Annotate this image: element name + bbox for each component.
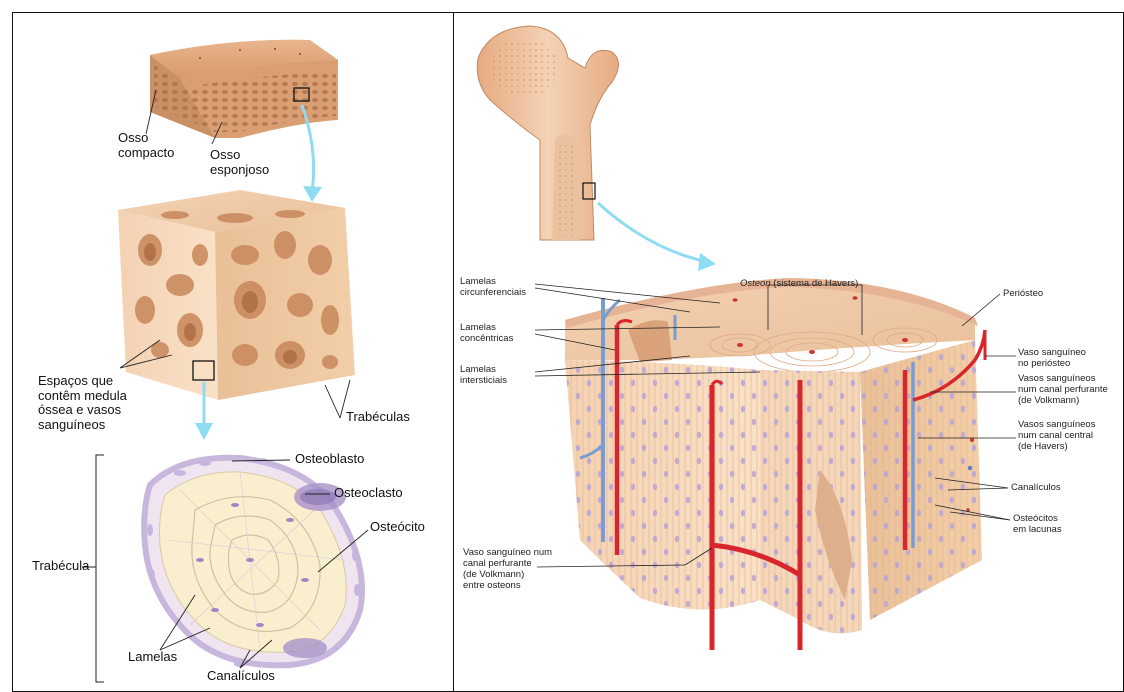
label-osso-esponjoso: Osso esponjoso <box>210 148 269 177</box>
compact-bone-block <box>565 278 982 633</box>
label-periosteo: Periósteo <box>1003 289 1043 300</box>
label-osteocito: Osteócito <box>370 520 425 535</box>
label-osteoclasto: Osteoclasto <box>334 486 403 501</box>
label-trabeculas: Trabéculas <box>346 410 410 425</box>
label-osteon-rest: (sistema de Havers) <box>771 278 859 289</box>
label-vaso-periosteo: Vaso sanguíneo no periósteo <box>1018 348 1086 370</box>
label-osso-compacto: Osso compacto <box>118 131 174 160</box>
label-vasos-havers: Vasos sanguíneos num canal central (de H… <box>1018 420 1095 453</box>
trabecula-bracket <box>96 455 104 682</box>
label-espacos-medula: Espaços que contêm medula óssea e vasos … <box>38 374 127 433</box>
spongy-bone-cube <box>118 190 355 400</box>
label-vasos-volkmann: Vasos sanguíneos num canal perfurante (d… <box>1018 374 1108 407</box>
label-lamelas-concentricas: Lamelas concêntricas <box>460 323 513 345</box>
label-osteon-italic: Osteon <box>740 278 771 289</box>
label-osteon-title: Osteon (sistema de Havers) <box>740 268 858 290</box>
label-osteocitos-lacunas: Osteócitos em lacunas <box>1013 514 1062 536</box>
label-lamelas: Lamelas <box>128 650 177 665</box>
label-canaliculos-left: Canalículos <box>207 669 275 684</box>
label-trabecula: Trabécula <box>32 559 89 574</box>
bone-slab-illustration <box>150 40 338 138</box>
femur-illustration <box>477 26 618 240</box>
label-canaliculos-right: Canalículos <box>1011 483 1061 494</box>
label-lamelas-circunferenciais: Lamelas circunferenciais <box>460 277 526 299</box>
label-vaso-volkmann-entre: Vaso sanguíneo num canal perfurante (de … <box>463 548 552 592</box>
cyan-arrow-3 <box>598 203 708 262</box>
label-osteoblasto: Osteoblasto <box>295 452 364 467</box>
label-lamelas-intersticiais: Lamelas intersticiais <box>460 365 507 387</box>
